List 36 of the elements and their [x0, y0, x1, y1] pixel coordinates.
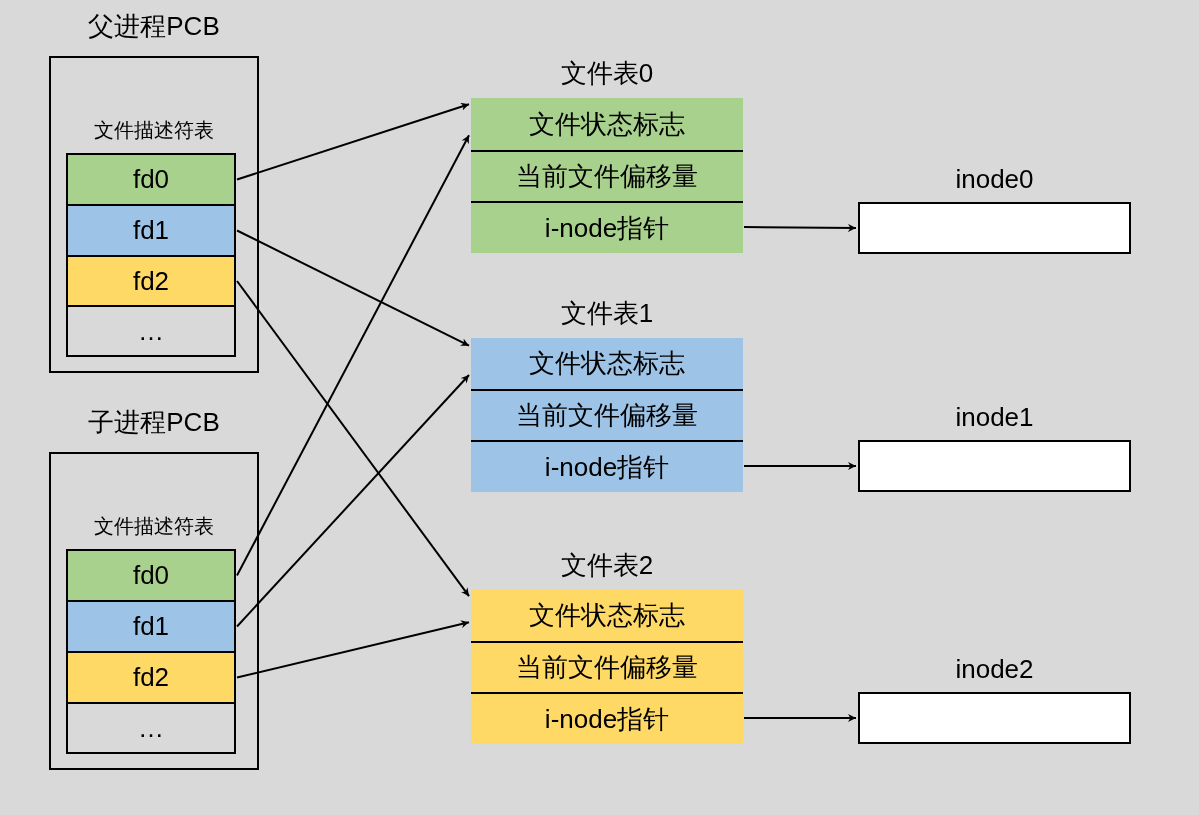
table-cell: fd2 — [66, 255, 236, 307]
table-cell: i-node指针 — [471, 201, 743, 253]
box-heading: inode0 — [955, 164, 1034, 194]
box-heading: 文件表1 — [560, 298, 654, 328]
table-cell: fd0 — [66, 153, 236, 206]
table-cell: 当前文件偏移量 — [471, 150, 743, 201]
box-heading: 父进程PCB — [88, 11, 220, 41]
table-cell: 文件状态标志 — [471, 98, 743, 150]
table-cell: … — [66, 702, 236, 754]
arrow — [236, 102, 470, 181]
box-heading: inode1 — [955, 402, 1034, 432]
arrow — [743, 462, 857, 470]
table-cell: 当前文件偏移量 — [471, 641, 743, 692]
box-heading: 文件表0 — [560, 58, 654, 88]
arrow — [743, 714, 857, 722]
arrow — [236, 229, 470, 347]
box-heading: 子进程PCB — [88, 407, 220, 437]
arrow — [743, 223, 857, 232]
table-cell: fd1 — [66, 600, 236, 653]
table-cell: … — [66, 305, 236, 357]
table-cell: i-node指针 — [471, 692, 743, 744]
table-cell: fd2 — [66, 651, 236, 704]
box-heading: inode2 — [955, 654, 1034, 684]
arrow — [236, 134, 470, 577]
box-heading: 文件表2 — [560, 550, 654, 580]
arrow — [236, 280, 470, 598]
arrow — [236, 620, 470, 679]
table-cell: 文件状态标志 — [471, 590, 743, 641]
table-label: 文件描述符表 — [94, 118, 214, 142]
table-cell: fd1 — [66, 204, 236, 257]
table-cell: 当前文件偏移量 — [471, 389, 743, 440]
table-cell: 文件状态标志 — [471, 338, 743, 389]
arrow — [236, 373, 470, 628]
table-cell: fd0 — [66, 549, 236, 602]
table-cell: i-node指针 — [471, 440, 743, 492]
table-label: 文件描述符表 — [94, 514, 214, 538]
